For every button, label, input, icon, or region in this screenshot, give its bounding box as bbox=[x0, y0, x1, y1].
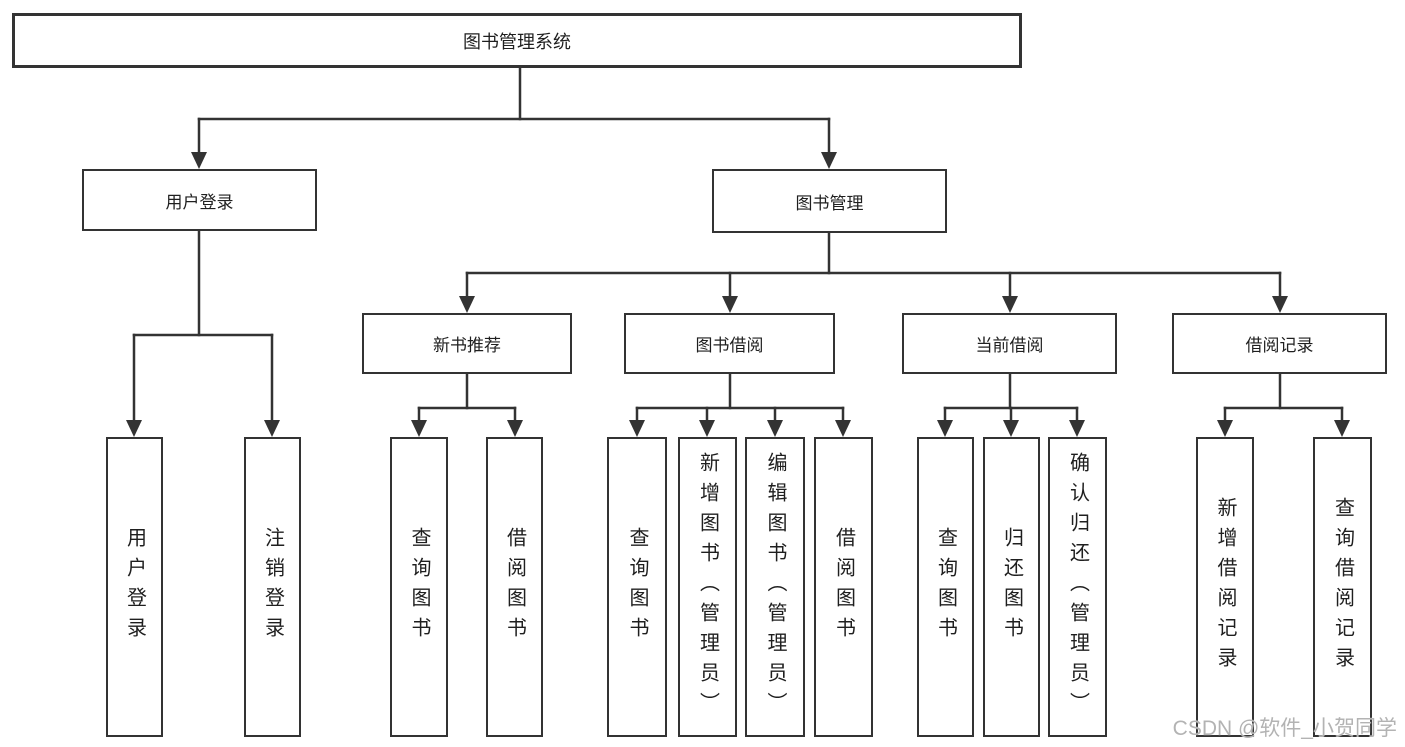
node-current-borrow: 当前借阅 bbox=[902, 313, 1117, 374]
connector-book-borrow-fan bbox=[629, 372, 851, 437]
leaf-add-borrow-record: 新增借阅记录 bbox=[1196, 437, 1254, 737]
leaf-logout: 注销登录 bbox=[244, 437, 301, 737]
connector-borrow-records-fan bbox=[1217, 372, 1350, 437]
connector-new-book-fan bbox=[411, 372, 523, 437]
node-book-management: 图书管理 bbox=[712, 169, 947, 233]
leaf-borrow-book: 借阅图书 bbox=[814, 437, 873, 737]
csdn-watermark: CSDN @软件_小贺同学 bbox=[1172, 717, 1397, 740]
connector-book-management-fan bbox=[459, 231, 1288, 313]
leaf-confirm-return-admin: 确认归还（管理员） bbox=[1048, 437, 1107, 737]
leaf-newbook-query-books: 查询图书 bbox=[390, 437, 448, 737]
leaf-edit-book-admin: 编辑图书（管理员） bbox=[745, 437, 805, 737]
leaf-newbook-borrow-books: 借阅图书 bbox=[486, 437, 543, 737]
connector-current-borrow-fan bbox=[937, 372, 1085, 437]
leaf-query-borrow-record: 查询借阅记录 bbox=[1313, 437, 1372, 737]
leaf-current-query-books: 查询图书 bbox=[917, 437, 974, 737]
leaf-return-book: 归还图书 bbox=[983, 437, 1040, 737]
node-borrow-records: 借阅记录 bbox=[1172, 313, 1387, 374]
node-root-library-system: 图书管理系统 bbox=[12, 13, 1022, 68]
leaf-user-login: 用户登录 bbox=[106, 437, 163, 737]
node-book-borrow: 图书借阅 bbox=[624, 313, 835, 374]
connector-user-login-fan bbox=[126, 229, 280, 437]
node-new-book-recommend: 新书推荐 bbox=[362, 313, 572, 374]
connector-root-fan bbox=[191, 64, 837, 169]
node-user-login: 用户登录 bbox=[82, 169, 317, 231]
leaf-borrow-query-books: 查询图书 bbox=[607, 437, 667, 737]
leaf-add-book-admin: 新增图书（管理员） bbox=[678, 437, 737, 737]
